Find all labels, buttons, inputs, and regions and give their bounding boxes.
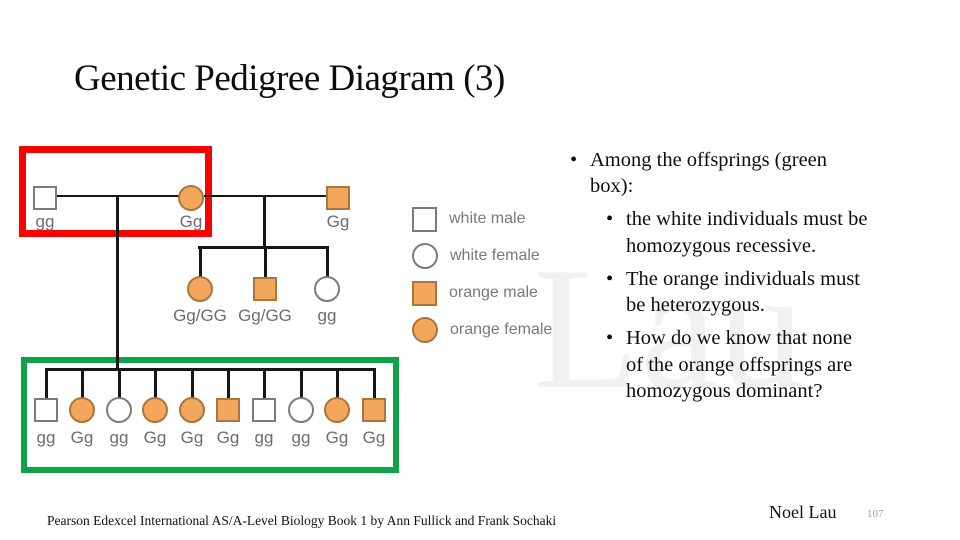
slide-page-number: 107 (867, 508, 884, 520)
legend-item: orange male (412, 280, 552, 306)
white-female-circle (106, 397, 132, 423)
legend-item: white male (412, 206, 552, 232)
child-drop-line (198, 248, 202, 278)
legend-item: white female (412, 243, 552, 269)
child-drop-line (335, 370, 339, 399)
genotype-label: Gg/GG (173, 306, 227, 325)
orange-female-circle (69, 397, 95, 423)
notes-bullet-list: • Among the offsprings (green box): • the w… (570, 147, 942, 411)
bullet-item: • the white individuals must be homozygou… (606, 206, 942, 258)
child-drop-line (299, 370, 303, 399)
orange-female-swatch-icon (412, 317, 438, 343)
white-female-swatch-icon (412, 243, 438, 269)
child-drop-line (262, 370, 266, 399)
page-title: Genetic Pedigree Diagram (3) (74, 58, 505, 99)
bullet-icon: • (606, 208, 614, 231)
author-name: Noel Lau (769, 502, 837, 522)
genotype-label: Gg (143, 428, 167, 447)
legend-label: white male (449, 210, 526, 227)
bullet-item: • How do we know that none of the orange … (606, 325, 942, 404)
legend-item: orange female (412, 317, 552, 343)
child-drop-line (153, 370, 157, 399)
white-male-square (33, 186, 57, 210)
child-drop-line (44, 370, 48, 399)
genotype-label: Gg (362, 428, 386, 447)
genotype-label: Gg (70, 428, 94, 447)
genotype-label: gg (109, 428, 129, 447)
bullet-icon: • (606, 267, 614, 290)
legend-label: white female (450, 247, 540, 264)
legend-label: orange male (449, 284, 538, 301)
pedigree-legend: white male white female orange male orange … (412, 206, 552, 354)
child-drop-line (263, 248, 267, 278)
bullet-item: • Among the offsprings (green box): (570, 147, 942, 199)
genotype-label: Gg/GG (238, 306, 292, 325)
legend-label: orange female (450, 321, 553, 338)
genotype-label: Gg (179, 212, 203, 231)
genotype-label: gg (317, 306, 337, 325)
white-male-swatch-icon (412, 206, 437, 232)
white-male-square (34, 398, 58, 422)
child-drop-line (80, 370, 84, 399)
child-drop-line (226, 370, 230, 399)
bullet-icon: • (606, 327, 614, 350)
bullet-text: the white individuals must be homozygous… (626, 208, 868, 257)
descent-line-to-offspring (116, 196, 119, 368)
genotype-label: gg (35, 212, 55, 231)
child-drop-line (325, 248, 329, 278)
white-male-square (252, 398, 276, 422)
orange-male-swatch-icon (412, 280, 437, 306)
child-drop-line (190, 370, 194, 399)
orange-female-circle (179, 397, 205, 423)
genotype-label: Gg (325, 428, 349, 447)
genotype-label: Gg (180, 428, 204, 447)
genotype-label: gg (254, 428, 274, 447)
source-citation: Pearson Edexcel International AS/A-Level… (47, 513, 557, 528)
bullet-item: • The orange individuals must be heterozy… (606, 266, 942, 318)
genotype-label: Gg (216, 428, 240, 447)
orange-male-square (326, 186, 350, 210)
bullet-text: Among the offsprings (green box): (590, 149, 828, 198)
child-drop-line (117, 370, 121, 399)
orange-female-circle (187, 276, 213, 302)
orange-female-circle (324, 397, 350, 423)
orange-female-circle (178, 185, 204, 211)
bullet-text: The orange individuals must be heterozyg… (626, 267, 860, 317)
offspring-highlight-green-box (21, 357, 399, 473)
sibship-bar-generation2 (198, 246, 329, 249)
bullet-icon: • (570, 149, 578, 171)
orange-male-square (362, 398, 386, 422)
genotype-label: gg (36, 428, 56, 447)
parents-highlight-red-box (19, 146, 212, 237)
genotype-label: Gg (326, 212, 350, 231)
white-female-circle (314, 276, 340, 302)
genotype-label: gg (291, 428, 311, 447)
descent-line-to-generation2 (263, 196, 266, 247)
orange-male-square (216, 398, 240, 422)
white-female-circle (288, 397, 314, 423)
sibship-bar-offspring (45, 368, 376, 371)
orange-female-circle (142, 397, 168, 423)
child-drop-line (372, 370, 376, 399)
bullet-text: How do we know that none of the orange o… (626, 327, 853, 402)
orange-male-square (253, 277, 277, 301)
